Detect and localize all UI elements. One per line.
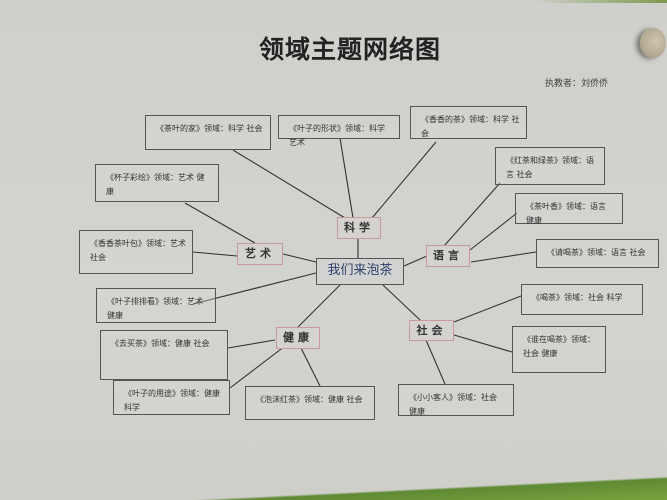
- activity-box: 《叶子排排看》领域：艺术 健康: [96, 288, 216, 323]
- activity-text: 《泡沫红茶》领域：健康 社会: [256, 395, 363, 404]
- center-topic: 我们来泡茶: [316, 258, 404, 285]
- activity-box: 《谁在喝茶》领域：社会 健康: [512, 326, 606, 373]
- activity-text: 《喝茶》领域：社会 科学: [532, 293, 623, 302]
- domain-society: 社会: [409, 320, 454, 341]
- domain-art: 艺术: [237, 243, 283, 265]
- activity-box: 《喝茶》领域：社会 科学: [521, 284, 643, 315]
- activity-text: 《谁在喝茶》领域：社会 健康: [523, 335, 595, 358]
- activity-text: 《茶叶的家》领域：科学 社会: [156, 124, 263, 133]
- activity-box: 《杯子彩绘》领域：艺术 健康: [95, 164, 219, 202]
- activity-text: 《小小客人》领域：社会 健康: [409, 393, 497, 416]
- activity-text: 《茶叶香》领域：语言 健康: [526, 202, 606, 225]
- domain-health: 健康: [276, 327, 320, 349]
- activity-box: 《泡沫红茶》领域：健康 社会: [245, 386, 375, 420]
- activity-box: 《茶叶香》领域：语言 健康: [515, 193, 623, 225]
- activity-box: 《请喝茶》领域：语言 社会: [536, 239, 659, 268]
- domain-language: 语言: [426, 245, 470, 267]
- activity-text: 《请喝茶》领域：语言 社会: [547, 248, 646, 257]
- activity-text: 《红茶和绿茶》领域：语言 社会: [506, 156, 594, 179]
- activity-box: 《叶子的形状》领域：科学 艺术: [278, 115, 400, 147]
- activity-text: 《香香的茶》领域：科学 社会: [421, 115, 520, 138]
- activity-box: 《红茶和绿茶》领域：语言 社会: [495, 147, 605, 185]
- activity-box: 《去买茶》领域：健康 社会: [100, 330, 228, 380]
- activity-text: 《杯子彩绘》领域：艺术 健康: [106, 173, 205, 196]
- activity-box: 《小小客人》领域：社会 健康: [398, 384, 514, 416]
- domain-science: 科学: [337, 217, 381, 239]
- activity-box: 《叶子的用途》领域：健康 科学: [113, 380, 230, 415]
- activity-text: 《叶子排排看》领域：艺术 健康: [107, 297, 203, 320]
- activity-box: 《茶叶的家》领域：科学 社会: [145, 115, 271, 150]
- activity-box: 《香香的茶》领域：科学 社会: [410, 106, 527, 139]
- activity-text: 《叶子的用途》领域：健康 科学: [124, 389, 220, 412]
- activity-text: 《去买茶》领域：健康 社会: [111, 339, 210, 348]
- activity-box: 《香香茶叶包》领域：艺术 社会: [79, 230, 193, 274]
- activity-text: 《香香茶叶包》领域：艺术 社会: [90, 239, 186, 262]
